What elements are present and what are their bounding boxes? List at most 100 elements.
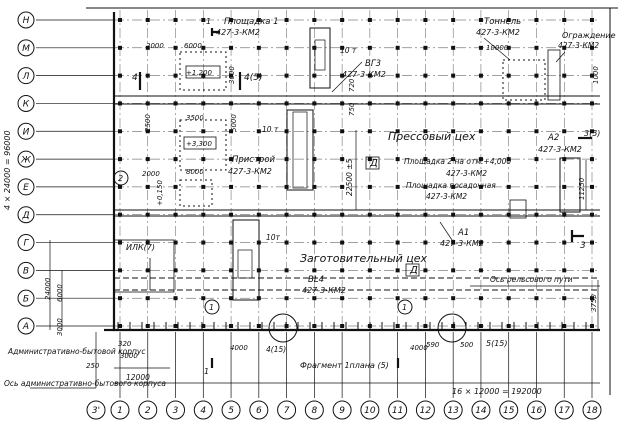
- column-axis-label: 7: [284, 406, 290, 416]
- vg3-label: ВГ3: [365, 59, 381, 69]
- platform-1-label: Площадка 1: [224, 17, 279, 27]
- column-marker: [118, 73, 122, 78]
- bl4-sheet: 427-3-КМ2: [302, 286, 346, 295]
- row-axis-bubble: [17, 39, 35, 57]
- admin-axis-label: Ось административно-бытового корпуса: [4, 379, 166, 388]
- platform-1-box: [179, 51, 227, 91]
- section-cut-3: [570, 230, 584, 242]
- ilk-box: [113, 239, 175, 293]
- column-marker: [145, 240, 150, 245]
- a1-sheet: 427-3-КМ2: [440, 239, 484, 248]
- column-marker: [145, 73, 150, 78]
- platform-1-mark-box: [185, 65, 221, 79]
- row-axis-label: Г: [23, 239, 29, 249]
- zone-d-2: Д: [409, 265, 418, 276]
- crane-10t-a: [286, 109, 314, 191]
- column-marker: [312, 73, 317, 78]
- crane-10t-b: [232, 219, 260, 301]
- section-mark-2: 2: [118, 174, 123, 183]
- row-axis-bubble: [17, 317, 35, 335]
- column-marker: [284, 240, 289, 245]
- column-marker: [340, 73, 345, 78]
- landing-box: [509, 199, 527, 219]
- row-axis-label: И: [23, 127, 30, 137]
- column-axis-bubble: [443, 400, 463, 420]
- dim-2000-b: 2000: [142, 170, 160, 178]
- column-marker: [451, 240, 456, 245]
- column-marker: [201, 73, 206, 78]
- node-5-circle: [437, 313, 467, 343]
- section-cut-4a-label: 4: [132, 73, 138, 83]
- column-axis-label: 15: [503, 406, 515, 416]
- column-marker: [423, 73, 428, 78]
- section-cut-1-label: 1: [206, 17, 211, 26]
- vg3-sheet: 427-3-КМ2: [342, 70, 386, 79]
- dim-6000: 6000: [56, 284, 64, 302]
- column-marker: [173, 73, 178, 78]
- column-axis-bubble: [554, 400, 574, 420]
- fence-label: Ограждение: [562, 31, 616, 40]
- column-axis-label: 3: [173, 406, 179, 416]
- fence-sheet: 427-3-КМ2: [558, 41, 599, 50]
- dim-2000-a: 2000: [146, 42, 164, 50]
- leader-fence: [555, 51, 566, 63]
- section-cut-1: [210, 28, 220, 36]
- row-axis-bubble: [17, 122, 35, 140]
- mark-0150: +0,150: [156, 180, 164, 206]
- column-marker: [256, 73, 261, 78]
- section-cut-3b-label: 3(5): [584, 129, 600, 138]
- dim-3000-left: 3000: [56, 318, 64, 336]
- annex-box-2: [179, 179, 213, 207]
- platform-1-sheet: 427-3-КМ2: [216, 28, 260, 37]
- dim-overall-horizontal: 16 × 12000 = 192000: [452, 387, 542, 396]
- column-marker: [562, 240, 567, 245]
- column-marker: [201, 240, 206, 245]
- column-axis-bubble: [415, 400, 435, 420]
- crane-10t-c: 10 т: [340, 46, 357, 55]
- column-marker: [478, 240, 483, 245]
- column-axis-bubble: [388, 400, 408, 420]
- row-axis-bubble: [17, 261, 35, 279]
- column-axis-label: 14: [475, 406, 487, 416]
- landing-label: Площадка посадочная: [406, 181, 496, 190]
- row-axis-bubble: [17, 178, 35, 196]
- column-axis-label: 1: [117, 406, 123, 416]
- annex-box: [179, 119, 227, 171]
- section-cut-1b-label: 1: [204, 367, 209, 376]
- column-axis-label: 11: [392, 406, 403, 416]
- column-axis-bubble: [360, 400, 380, 420]
- column-axis-bubble: [249, 400, 269, 420]
- column-axis-label: 16: [531, 406, 543, 416]
- column-axis-bubble: [110, 400, 130, 420]
- column-axis-label: 13: [447, 406, 459, 416]
- row-axis-bubble: [17, 94, 35, 112]
- row-axis-label: М: [22, 44, 30, 54]
- row-axis-bubble: [17, 234, 35, 252]
- zone-d-1: Д: [369, 158, 378, 169]
- column-axis-label: 10: [364, 406, 376, 416]
- column-marker: [395, 240, 400, 245]
- vg3-shaft: [309, 27, 331, 89]
- dim-2500: 2500: [144, 114, 152, 132]
- extra-axis-bubble: [86, 400, 106, 420]
- zone-d-1-box: [365, 156, 380, 170]
- column-axis-bubble: [193, 400, 213, 420]
- dim-320: 320: [118, 340, 132, 348]
- column-marker: [312, 240, 317, 245]
- admin-block-label: Административно-бытовой корпус: [7, 347, 146, 356]
- section-cut-4b-label: 4(5): [244, 73, 262, 83]
- column-marker: [340, 240, 345, 245]
- tunnel-box: [502, 59, 546, 101]
- leader-tunnel: [483, 37, 511, 61]
- column-marker: [534, 73, 539, 78]
- dim-250: 250: [86, 362, 100, 370]
- platform-2-box: [559, 157, 581, 213]
- column-axis-bubble: [499, 400, 519, 420]
- landing-sheet: 427-3-КМ2: [426, 192, 467, 201]
- bl4-label: ВL4: [308, 275, 324, 285]
- dim-11250: 11250: [578, 177, 586, 200]
- column-axis-bubble: [166, 400, 186, 420]
- column-axis-label: 18: [586, 406, 598, 416]
